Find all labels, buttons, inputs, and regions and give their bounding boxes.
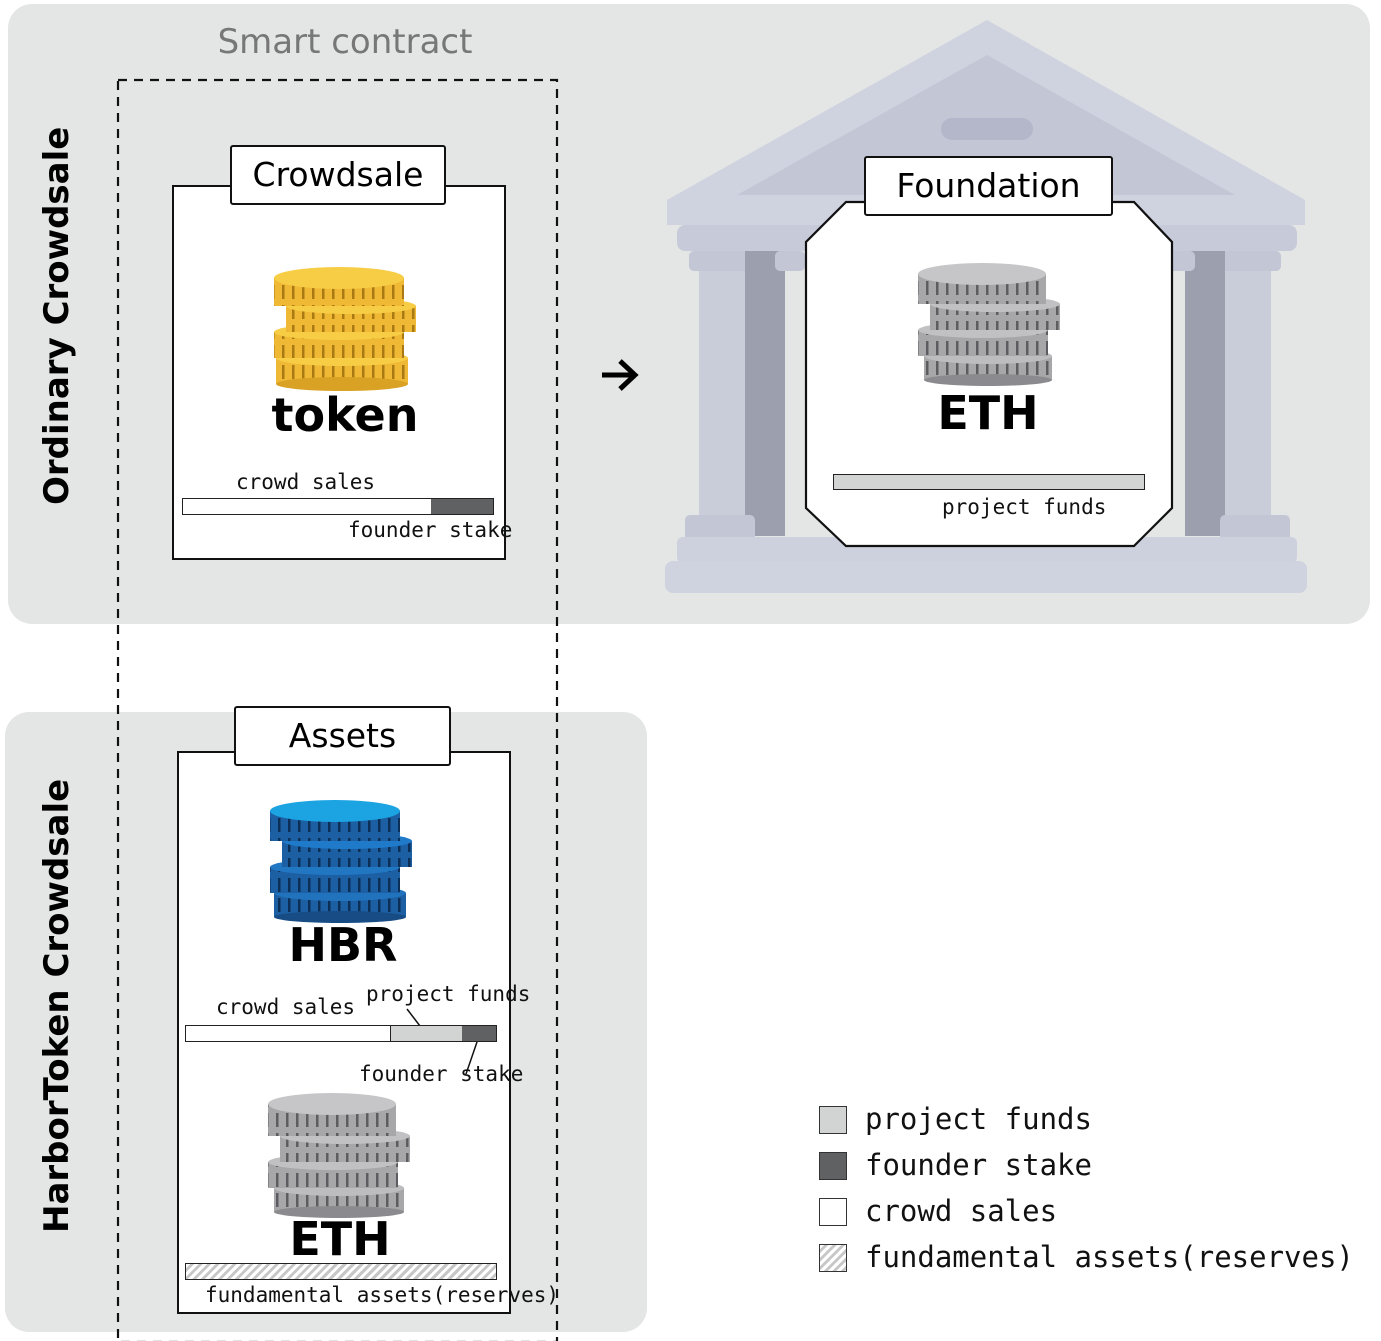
legend-label-crowd-sales: crowd sales: [865, 1194, 1058, 1228]
foundation-project-funds-bar: [833, 474, 1145, 490]
arrow-right-icon: [602, 359, 639, 391]
assets-founder-stake-label: founder stake: [359, 1062, 524, 1086]
foundation-project-funds-label: project funds: [942, 495, 1107, 519]
crowdsale-founder-stake-label: founder stake: [348, 518, 513, 542]
legend-swatch-founder-stake: [819, 1152, 847, 1180]
reserves-eth-coin-stack-icon: [268, 1093, 410, 1218]
legend-swatch-project-funds: [819, 1106, 847, 1134]
reserves-bar: [185, 1263, 497, 1280]
assets-founder-stake-segment: [462, 1026, 496, 1041]
crowdsale-crowd-sales-label: crowd sales: [236, 470, 376, 494]
hbr-label: HBR: [288, 918, 398, 972]
foundation-tab: Foundation: [864, 156, 1113, 216]
assets-tab: Assets: [234, 706, 451, 766]
token-coin-stack-icon: [274, 267, 416, 391]
assets-project-funds-segment: [390, 1026, 463, 1041]
hbr-coin-stack-icon: [270, 800, 412, 923]
legend-swatch-crowd-sales: [819, 1198, 847, 1226]
crowdsale-founder-stake-segment: [431, 499, 493, 514]
crowdsale-token-distribution-bar: [182, 498, 494, 515]
legend-label-founder-stake: founder stake: [865, 1148, 1092, 1182]
assets-project-funds-label: project funds: [366, 982, 531, 1006]
reserves-label: fundamental assets(reserves): [205, 1283, 560, 1307]
legend-label-reserves: fundamental assets(reserves): [865, 1240, 1354, 1274]
assets-crowd-sales-label: crowd sales: [216, 995, 356, 1019]
reserves-eth-label: ETH: [289, 1212, 391, 1266]
legend-label-project-funds: project funds: [865, 1102, 1092, 1136]
legend: project funds founder stake crowd sales …: [819, 1100, 1354, 1290]
foundation-eth-label: ETH: [937, 386, 1039, 440]
eth-coin-stack-icon: [918, 263, 1060, 386]
smart-contract-label: Smart contract: [217, 22, 473, 62]
token-label: token: [271, 388, 419, 442]
assets-token-distribution-bar: [185, 1025, 497, 1042]
legend-swatch-reserves: [819, 1244, 847, 1272]
crowdsale-tab: Crowdsale: [230, 145, 446, 205]
